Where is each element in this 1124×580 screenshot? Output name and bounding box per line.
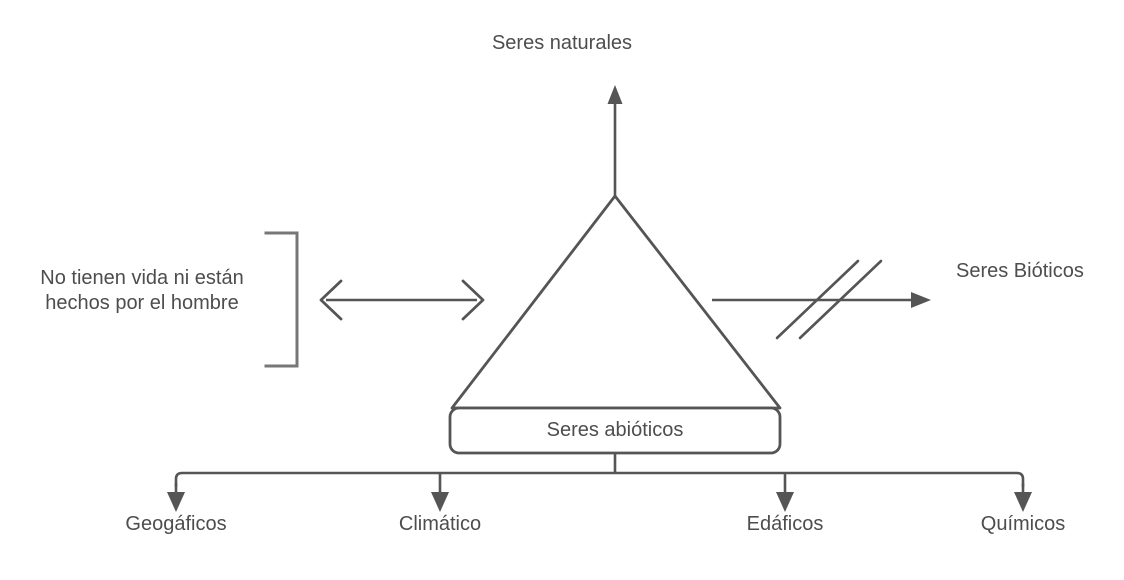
leaf-label-geogaficos: Geogáficos <box>125 513 227 535</box>
center-box-label: Seres abióticos <box>546 419 684 441</box>
left-bracket <box>264 231 299 368</box>
branch-arrow-head-4-icon <box>1014 492 1032 512</box>
double-arrow-head-left-icon <box>319 279 343 321</box>
branch-arrow-head-1-icon <box>167 492 185 512</box>
leaf-label-climatico: Climático <box>398 513 482 535</box>
double-arrow-head-right-icon <box>461 279 485 321</box>
right-label-seres-bioticos: Seres Bióticos <box>956 260 1084 282</box>
branch-bus-line <box>174 471 1025 487</box>
leaf-label-edaficos: Edáficos <box>746 513 824 535</box>
branch-arrow-head-2-icon <box>431 492 449 512</box>
leaf-label-quimicos: Químicos <box>980 513 1066 535</box>
up-arrow-head-icon <box>607 85 623 104</box>
negation-slash-1-icon <box>775 259 860 340</box>
right-arrow-head-icon <box>911 292 931 308</box>
triangle-shape <box>450 194 782 410</box>
left-note-label: No tienen vida ni están hechos por el ho… <box>40 267 244 314</box>
top-label-seres-naturales: Seres naturales <box>0 31 1124 56</box>
negation-slash-2-icon <box>798 259 883 340</box>
branch-arrow-head-3-icon <box>776 492 794 512</box>
